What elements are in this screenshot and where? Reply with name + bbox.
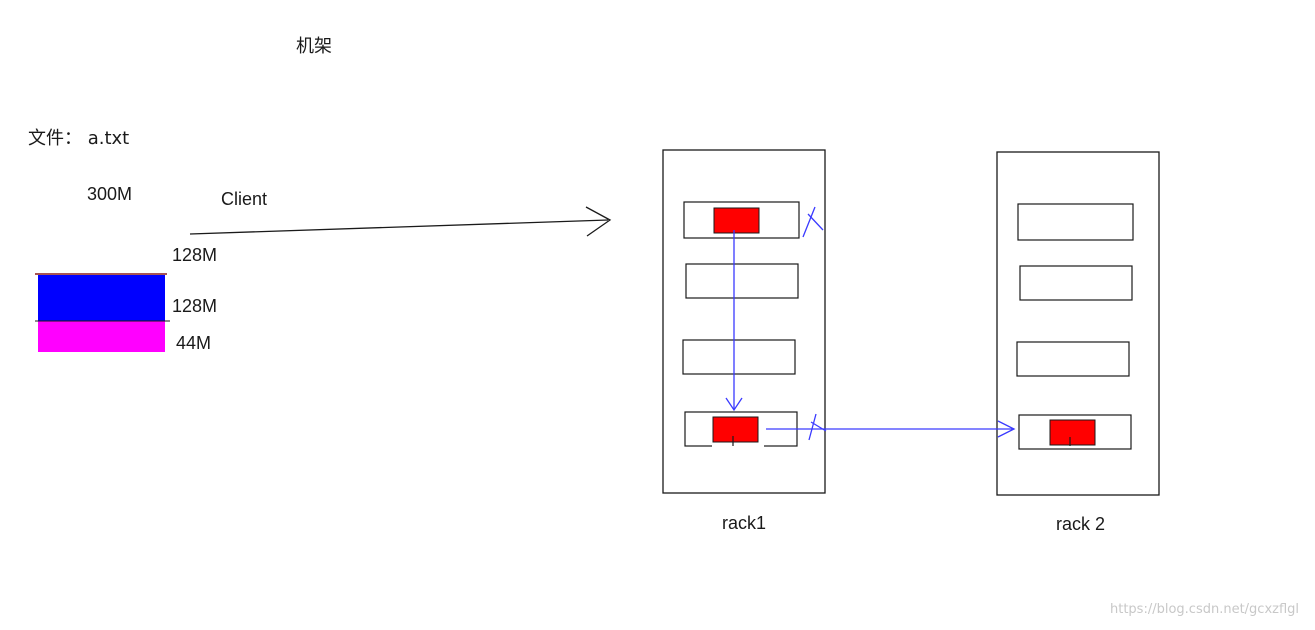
block-3-label: 44M bbox=[176, 333, 212, 353]
file-block-stack bbox=[35, 273, 170, 352]
diagram-title: 机架 bbox=[296, 36, 332, 57]
rack-1-node-2 bbox=[685, 263, 799, 299]
rack-2-frame bbox=[996, 151, 1160, 496]
rack-1-node-3 bbox=[682, 339, 796, 375]
rack-1-node-1 bbox=[683, 201, 800, 239]
rack-2-node-4 bbox=[1018, 414, 1132, 450]
rack-2-node-4-block bbox=[1049, 419, 1096, 446]
client-arrow bbox=[189, 206, 612, 237]
rack-1-node-4-block bbox=[712, 416, 759, 443]
file-label: 文件： a.txt bbox=[28, 128, 130, 149]
block-1-label: 128M bbox=[172, 245, 218, 265]
watermark: https://blog.csdn.net/gcxzflgl bbox=[1110, 602, 1300, 617]
rack-2-node-1 bbox=[1017, 203, 1134, 241]
rack-2-node-2 bbox=[1019, 265, 1133, 301]
rack-2-label: rack 2 bbox=[1056, 514, 1106, 534]
block-2-label: 128M bbox=[172, 296, 218, 316]
rack-1-label: rack1 bbox=[722, 513, 767, 533]
replication-arrows bbox=[725, 206, 1016, 441]
rack-1-frame bbox=[662, 149, 826, 494]
rack-1 bbox=[662, 149, 826, 494]
file-size-label: 300M bbox=[87, 184, 133, 204]
block-3-rect bbox=[38, 321, 165, 352]
client-label: Client bbox=[221, 189, 268, 209]
rack-2-node-3 bbox=[1016, 341, 1130, 377]
block-2-rect bbox=[38, 275, 165, 321]
rack-1-node-1-block bbox=[713, 207, 760, 234]
rack-2 bbox=[996, 151, 1160, 496]
